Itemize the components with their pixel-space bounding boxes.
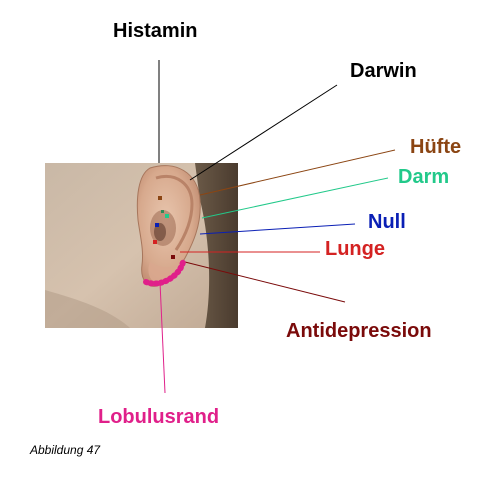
- label-darwin: Darwin: [350, 60, 417, 82]
- leader-line-lobulusrand: [159, 281, 166, 394]
- label-histamin: Histamin: [113, 20, 198, 42]
- label-lobulusrand: Lobulusrand: [98, 406, 220, 428]
- leader-lines: [158, 60, 396, 394]
- leader-line-huefte: [199, 149, 396, 196]
- label-antidepression: Antidepression: [286, 320, 432, 342]
- label-null: Null: [368, 211, 406, 233]
- label-darm: Darm: [398, 166, 450, 188]
- marker-darm: [165, 214, 169, 218]
- marker-null: [155, 223, 159, 227]
- acupoint-markers: [143, 196, 186, 287]
- marker-huefte: [158, 196, 162, 200]
- marker-darm-inner: [161, 210, 164, 213]
- marker-lunge: [153, 240, 157, 244]
- leader-line-antidepression: [184, 261, 346, 303]
- marker-lobulusrand: [143, 259, 186, 287]
- marker-antidepression: [171, 255, 175, 259]
- leader-line-darm: [201, 177, 389, 219]
- figure-caption: Abbildung 47: [30, 443, 101, 457]
- ear-photo: [45, 163, 238, 328]
- leader-line-darwin: [189, 84, 338, 181]
- leader-line-null: [199, 223, 356, 235]
- label-lunge: Lunge: [325, 238, 385, 260]
- label-huefte: Hüfte: [410, 136, 462, 158]
